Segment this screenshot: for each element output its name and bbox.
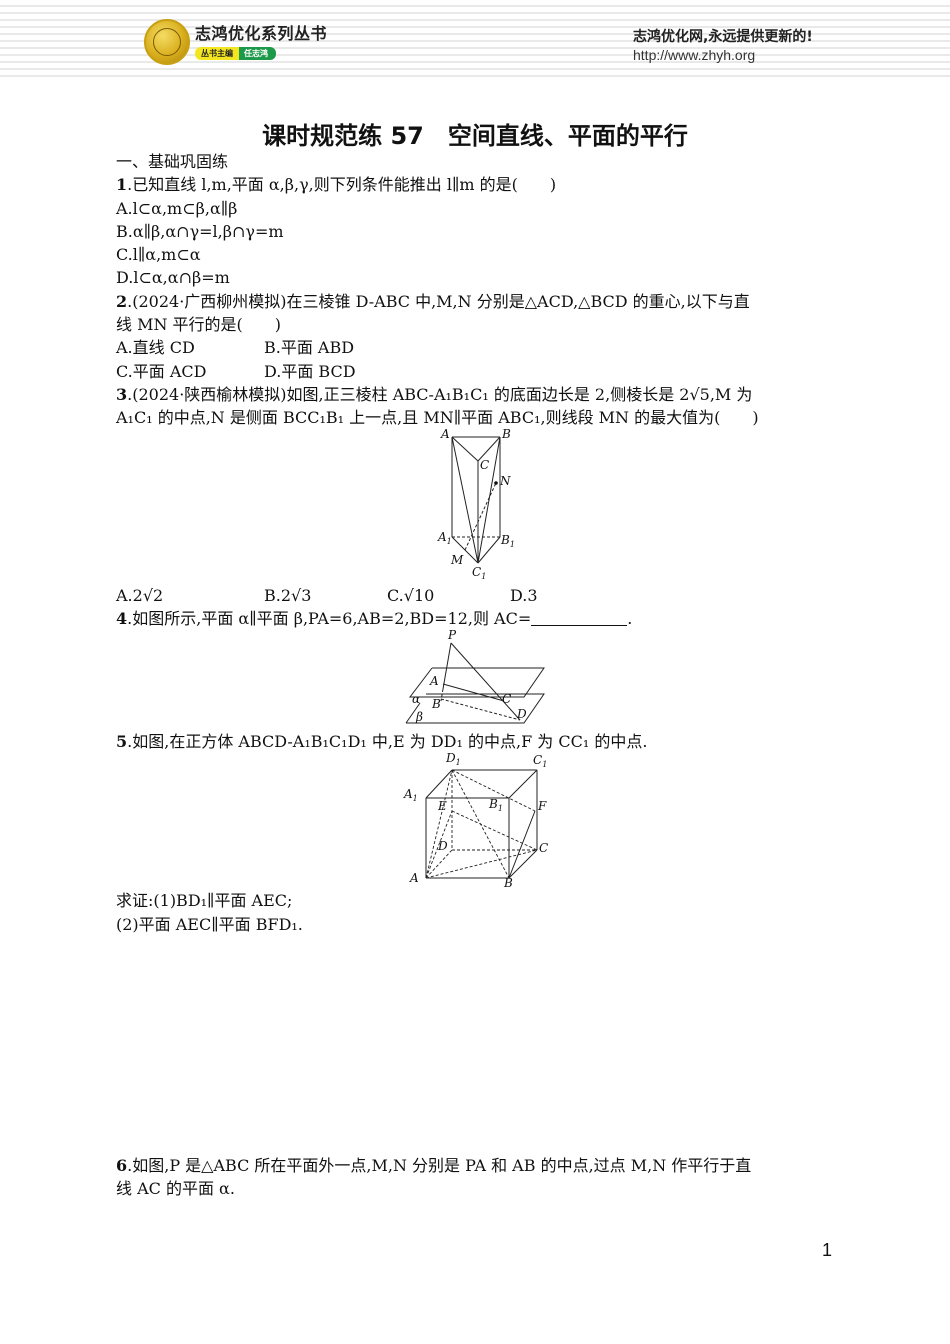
question-1-option-d: D.l⊂α,α∩β=m	[116, 268, 230, 288]
section-heading: 一、基础巩固练	[116, 152, 229, 171]
svg-text:A: A	[409, 871, 419, 885]
question-3-options: A.2√2 B.2√3 C.√10 D.3	[116, 584, 826, 607]
svg-text:B1: B1	[500, 533, 515, 549]
slogan-text: 志鸿优化网,永远提供更新的!	[633, 29, 813, 45]
svg-text:F: F	[537, 799, 547, 813]
svg-text:C1: C1	[472, 565, 486, 581]
svg-text:E: E	[437, 799, 447, 813]
question-2-options-row-1: A.直线 CD B.平面 ABD	[116, 336, 826, 359]
svg-text:C1: C1	[533, 753, 547, 769]
editor-name: 任志鸿	[239, 47, 276, 60]
question-4-planes-figure: P A C α B D β	[405, 628, 545, 724]
svg-text:A1: A1	[437, 530, 452, 546]
question-5-cube-figure: D1 C1 A1 E B1 F D C A B	[403, 751, 548, 890]
question-1-option-b: B.α∥β,α∩γ=l,β∩γ=m	[116, 221, 284, 241]
svg-text:D1: D1	[445, 751, 461, 767]
question-3-option-c: C.√10	[387, 585, 435, 605]
svg-text:N: N	[499, 474, 511, 488]
svg-text:B1: B1	[488, 797, 503, 813]
question-1-option-c: C.l∥α,m⊂α	[116, 245, 201, 265]
svg-text:B: B	[503, 876, 513, 890]
website-url: http://www.zhyh.org	[633, 47, 756, 63]
question-2-option-c: C.平面 ACD	[116, 361, 207, 381]
series-title: 志鸿优化系列丛书	[195, 24, 328, 43]
header-slogan: 志鸿优化网,永远提供更新的! http://www.zhyh.org	[633, 28, 813, 64]
svg-text:D: D	[516, 707, 527, 721]
document-body: 一、基础巩固练 1.已知直线 l,m,平面 α,β,γ,则下列条件能推出 l∥m…	[116, 150, 826, 1198]
svg-text:A: A	[440, 427, 450, 441]
page-number: 1	[822, 1240, 833, 1260]
question-2-stem: 2.(2024·广西柳州模拟)在三棱锥 D-ABC 中,M,N 分别是△ACD,…	[116, 291, 750, 311]
question-2-option-a: A.直线 CD	[116, 338, 195, 358]
svg-text:B: B	[501, 427, 511, 441]
question-2-stem-cont: 线 MN 平行的是( )	[116, 315, 282, 335]
svg-text:D: D	[437, 839, 448, 853]
question-3-stem-cont: A₁C₁ 的中点,N 是侧面 BCC₁B₁ 上一点,且 MN∥平面 ABC₁,则…	[116, 408, 759, 428]
editor-tag-label: 丛书主编	[195, 47, 239, 60]
svg-text:A: A	[429, 674, 439, 688]
question-4-stem: 4.如图所示,平面 α∥平面 β,PA=6,AB=2,BD=12,则 AC=.	[116, 608, 633, 628]
svg-text:C: C	[502, 692, 511, 706]
svg-text:P: P	[447, 628, 457, 642]
answer-blank	[531, 611, 628, 626]
page-title: 课时规范练 57 空间直线、平面的平行	[262, 122, 688, 150]
question-3-stem: 3.(2024·陕西榆林模拟)如图,正三棱柱 ABC-A₁B₁C₁ 的底面边长是…	[116, 384, 753, 404]
question-5-stem: 5.如图,在正方体 ABCD-A₁B₁C₁D₁ 中,E 为 DD₁ 的中点,F …	[116, 732, 648, 752]
question-6-stem: 6.如图,P 是△ABC 所在平面外一点,M,N 分别是 PA 和 AB 的中点…	[116, 1156, 752, 1175]
question-2-options-row-2: C.平面 ACD D.平面 BCD	[116, 360, 826, 383]
svg-text:M: M	[450, 553, 464, 567]
question-3-option-d: D.3	[510, 585, 538, 605]
question-3-prism-figure: A B C N A1 B1 M C1	[437, 427, 515, 581]
question-3-option-b: B.2√3	[264, 585, 312, 605]
series-logo: 志鸿优化系列丛书 丛书主编 任志鸿	[144, 19, 327, 65]
svg-text:A1: A1	[403, 787, 418, 803]
svg-text:β: β	[415, 710, 423, 724]
question-2-option-b: B.平面 ABD	[264, 338, 355, 358]
svg-text:C: C	[480, 458, 489, 472]
svg-text:B: B	[431, 697, 441, 711]
question-5-proof-2: (2)平面 AEC∥平面 BFD₁.	[116, 914, 303, 934]
question-6-stem-cont: 线 AC 的平面 α.	[116, 1179, 235, 1198]
page-header: 志鸿优化系列丛书 丛书主编 任志鸿 志鸿优化网,永远提供更新的! http://…	[0, 0, 950, 80]
question-2-option-d: D.平面 BCD	[264, 361, 356, 381]
medal-emblem-icon	[144, 19, 190, 65]
svg-text:C: C	[539, 841, 548, 855]
question-1-stem: 1.已知直线 l,m,平面 α,β,γ,则下列条件能推出 l∥m 的是( )	[116, 175, 557, 195]
question-3-option-a: A.2√2	[116, 585, 164, 605]
question-1-option-a: A.l⊂α,m⊂β,α∥β	[116, 198, 238, 218]
svg-text:α: α	[412, 692, 420, 706]
question-5-proof-1: 求证:(1)BD₁∥平面 AEC;	[116, 891, 293, 911]
